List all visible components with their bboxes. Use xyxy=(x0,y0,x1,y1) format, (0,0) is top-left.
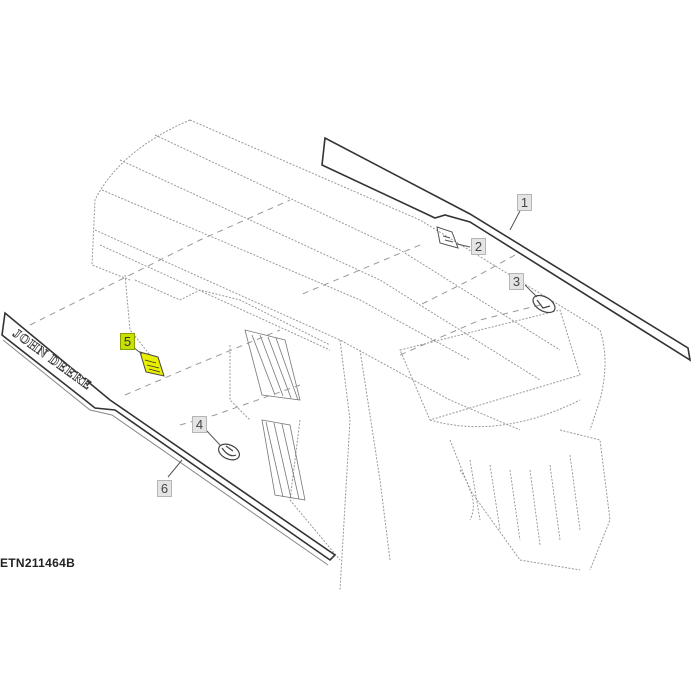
figure-id-label: ETN211464B xyxy=(0,556,76,570)
callout-5[interactable]: 5 xyxy=(120,333,135,350)
leader-lines xyxy=(29,199,541,426)
part-3-deer-emblem[interactable] xyxy=(530,292,558,316)
callout-4[interactable]: 4 xyxy=(192,416,207,433)
part-1-top-stripe-decal[interactable] xyxy=(321,136,692,362)
callout-3[interactable]: 3 xyxy=(509,273,524,290)
front-grille xyxy=(459,454,581,546)
callout-1[interactable]: 1 xyxy=(517,194,532,211)
hood-body xyxy=(91,119,611,591)
callout-2[interactable]: 2 xyxy=(471,238,486,255)
vent-grille xyxy=(244,329,306,501)
callout-6[interactable]: 6 xyxy=(157,480,172,497)
john-deere-decal-text: JOHN DEERE xyxy=(10,325,95,392)
part-2-emblem[interactable] xyxy=(436,226,459,249)
part-4-deer-emblem[interactable] xyxy=(216,441,242,463)
part-5-side-emblem[interactable] xyxy=(139,351,165,377)
